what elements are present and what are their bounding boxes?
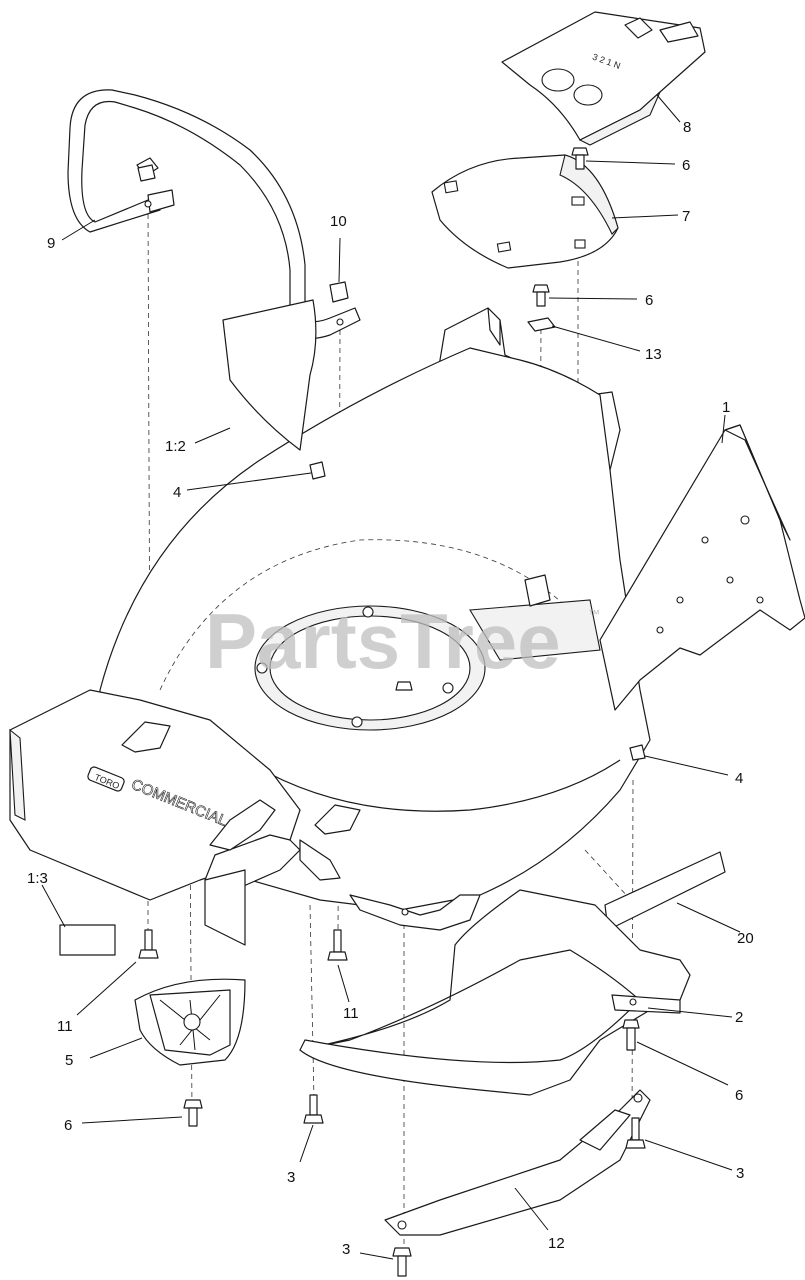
callout-20[interactable]: 20 xyxy=(737,930,754,947)
part-7-shroud[interactable] xyxy=(431,154,619,269)
callout-1-3[interactable]: 1:3 xyxy=(27,870,48,887)
callout-6-top[interactable]: 6 xyxy=(682,157,690,174)
callout-6-left[interactable]: 6 xyxy=(64,1117,72,1134)
callout-8[interactable]: 8 xyxy=(683,119,691,136)
callout-11-right[interactable]: 11 xyxy=(343,1005,359,1022)
part-12-skid-plate[interactable] xyxy=(384,1089,651,1236)
watermark-trademark: ™ xyxy=(588,607,600,621)
part-6-bolt-lower-left[interactable] xyxy=(183,1099,203,1127)
part-1-3-decal[interactable] xyxy=(59,924,116,956)
callout-12[interactable]: 12 xyxy=(548,1235,565,1252)
watermark: PartsTree ™ xyxy=(205,597,600,685)
part-10-nut[interactable] xyxy=(329,281,349,303)
callout-4-lower[interactable]: 4 xyxy=(735,770,743,787)
callout-13[interactable]: 13 xyxy=(645,346,662,363)
part-3-bolt-right[interactable] xyxy=(625,1117,646,1149)
callout-3-left[interactable]: 3 xyxy=(287,1169,295,1186)
part-1-mower-deck[interactable]: TORO COMMERCIAL xyxy=(9,307,805,946)
part-4-nut-lower[interactable] xyxy=(629,744,646,761)
callout-6-mid[interactable]: 6 xyxy=(645,292,653,309)
part-6-bolt-top[interactable] xyxy=(571,147,589,170)
callout-2[interactable]: 2 xyxy=(735,1009,743,1026)
callout-1-2[interactable]: 1:2 xyxy=(165,438,186,455)
callout-6-right[interactable]: 6 xyxy=(735,1087,743,1104)
callout-3-right[interactable]: 3 xyxy=(736,1165,744,1182)
callout-1[interactable]: 1 xyxy=(722,399,730,416)
part-13-washer[interactable] xyxy=(527,317,556,332)
watermark-text: PartsTree xyxy=(205,597,561,685)
callout-3-bottom[interactable]: 3 xyxy=(342,1241,350,1258)
part-3-bolt-left[interactable] xyxy=(303,1094,324,1124)
part-11-bolt-right[interactable] xyxy=(327,929,348,961)
callout-10[interactable]: 10 xyxy=(330,213,347,230)
part-2-rear-chute[interactable] xyxy=(299,889,691,1096)
part-4-nut-upper[interactable] xyxy=(309,461,326,480)
part-5-baffle[interactable] xyxy=(134,978,246,1066)
callout-11-left[interactable]: 11 xyxy=(57,1018,73,1035)
part-1-2-decal[interactable] xyxy=(222,299,317,451)
leader-lines xyxy=(41,94,741,1260)
part-6-bolt-lower-right[interactable] xyxy=(622,1019,640,1051)
callout-5[interactable]: 5 xyxy=(65,1052,73,1069)
part-3-bolt-bottom[interactable] xyxy=(392,1247,412,1277)
part-9-handle-bar[interactable] xyxy=(67,89,361,339)
callout-labels: 8 6 7 9 10 6 13 1 1:2 4 4 1:3 20 11 11 2… xyxy=(27,119,754,1258)
fasteners xyxy=(137,147,646,1277)
part-8-shift-cover[interactable]: 3 2 1 N xyxy=(501,11,706,146)
callout-4-upper[interactable]: 4 xyxy=(173,484,181,501)
part-6-bolt-mid[interactable] xyxy=(532,284,550,307)
part-11-bolt-left[interactable] xyxy=(138,929,159,959)
callout-7[interactable]: 7 xyxy=(682,208,690,225)
callout-9[interactable]: 9 xyxy=(47,235,55,252)
